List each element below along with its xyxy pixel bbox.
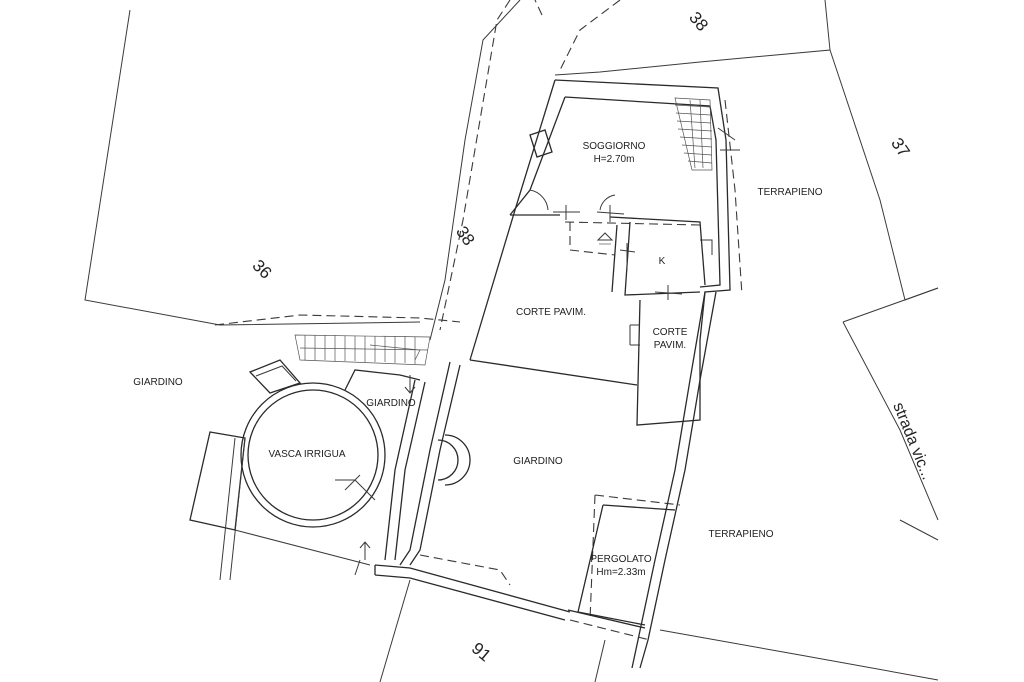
label-giardino-small: GIARDINO xyxy=(366,398,416,409)
label-soggiorno: SOGGIORNO xyxy=(583,141,646,152)
parcel-37: 37 xyxy=(887,134,913,160)
label-giardino-main: GIARDINO xyxy=(513,456,563,467)
label-terrapieno-bottom: TERRAPIENO xyxy=(708,529,773,540)
label-terrapieno-top: TERRAPIENO xyxy=(757,187,822,198)
label-soggiorno-height: H=2.70m xyxy=(594,154,635,165)
label-corte-pavim-2a: CORTE xyxy=(653,327,688,338)
label-corte-pavim-1: CORTE PAVIM. xyxy=(516,307,586,318)
building-walls xyxy=(189,79,731,669)
label-road: strada vic... xyxy=(889,400,935,482)
doors xyxy=(529,127,740,346)
parcel-boundaries xyxy=(84,0,939,682)
label-pergolato: PERGOLATO xyxy=(590,554,652,565)
parcel-36: 36 xyxy=(249,256,276,283)
vasca-irrigua xyxy=(240,382,386,528)
label-corte-pavim-2b: PAVIM. xyxy=(654,340,686,351)
label-kitchen: K xyxy=(659,256,666,267)
label-pergolato-height: Hm=2.33m xyxy=(596,567,645,578)
parcel-38-mid: 38 xyxy=(452,223,478,249)
parcel-38-top: 38 xyxy=(685,8,712,35)
arrows xyxy=(359,375,416,560)
parcel-91: 91 xyxy=(468,639,495,666)
stairs xyxy=(294,97,713,366)
dashed-boundaries xyxy=(214,0,743,641)
label-giardino-left: GIARDINO xyxy=(133,377,183,388)
label-vasca: VASCA IRRIGUA xyxy=(268,449,345,460)
